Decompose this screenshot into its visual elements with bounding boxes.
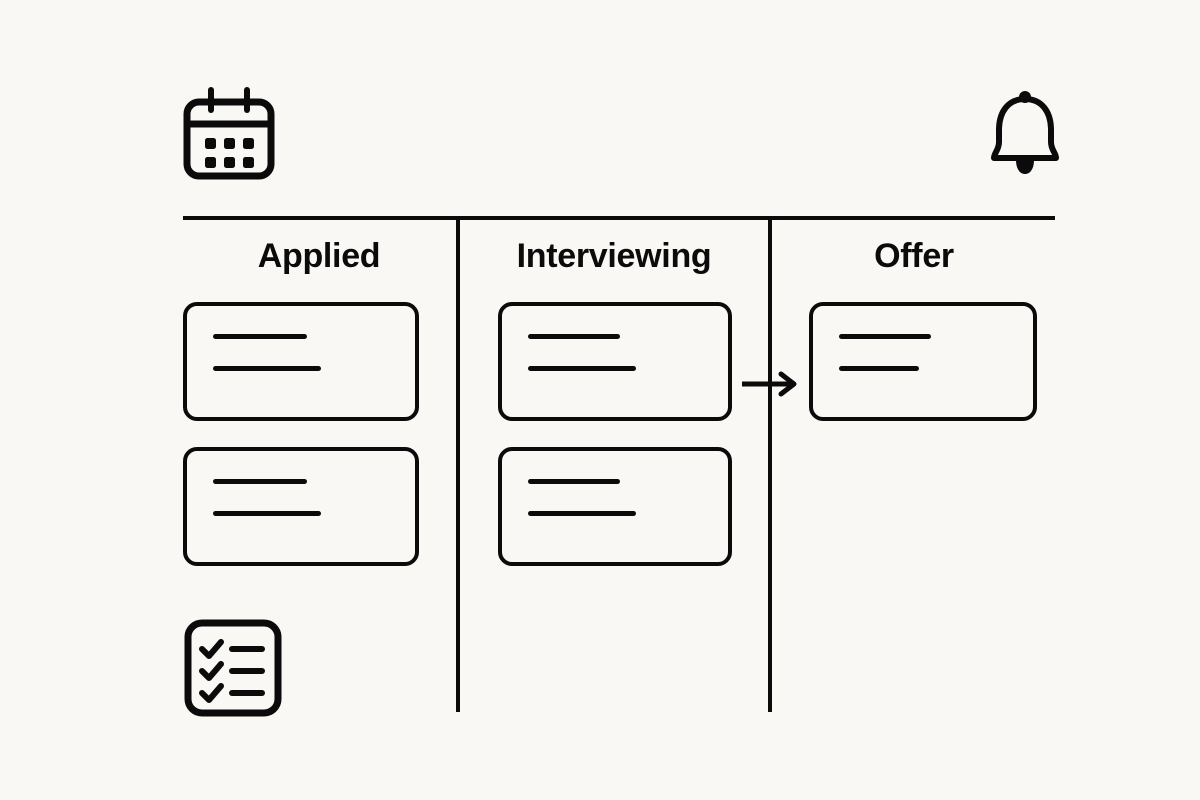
card-list-applied xyxy=(183,302,455,566)
card-applied-1[interactable] xyxy=(183,302,419,421)
card-line-primary xyxy=(839,334,931,339)
column-divider-applied-interviewing xyxy=(456,218,460,712)
column-applied: Applied xyxy=(183,236,455,592)
card-interviewing-2[interactable] xyxy=(498,447,732,566)
card-line-secondary xyxy=(528,366,636,371)
column-title-offer: Offer xyxy=(874,237,954,275)
arrow-right-icon xyxy=(740,368,802,400)
card-line-secondary xyxy=(213,511,321,516)
card-line-secondary xyxy=(839,366,919,371)
card-line-primary xyxy=(528,334,620,339)
column-divider-interviewing-offer xyxy=(768,218,772,712)
card-offer-1[interactable] xyxy=(809,302,1037,421)
card-line-primary xyxy=(213,334,307,339)
bell-icon[interactable] xyxy=(988,90,1062,178)
card-interviewing-1[interactable] xyxy=(498,302,732,421)
card-line-secondary xyxy=(213,366,321,371)
calendar-icon[interactable] xyxy=(183,87,275,180)
card-line-primary xyxy=(528,479,620,484)
column-interviewing: Interviewing xyxy=(461,236,767,592)
card-list-interviewing xyxy=(461,302,767,566)
checklist-icon[interactable] xyxy=(184,619,282,717)
card-line-primary xyxy=(213,479,307,484)
column-title-applied: Applied xyxy=(257,237,381,275)
card-line-secondary xyxy=(528,511,636,516)
card-applied-2[interactable] xyxy=(183,447,419,566)
card-list-offer xyxy=(773,302,1055,421)
column-offer: Offer xyxy=(773,236,1055,447)
column-title-interviewing: Interviewing xyxy=(516,237,712,275)
board-header-rule xyxy=(183,216,1055,220)
